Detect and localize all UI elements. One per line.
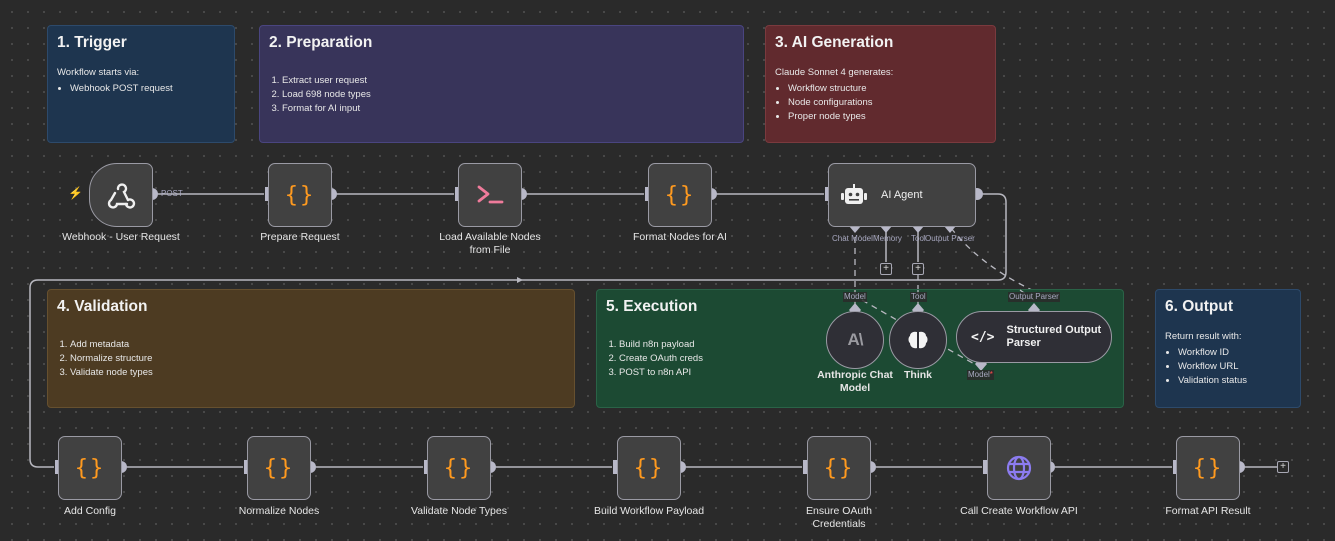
sticky-title: 4. Validation — [57, 298, 148, 315]
sticky-item: Validation status — [1178, 374, 1291, 388]
code-braces-icon: {} — [284, 182, 316, 208]
sticky-item: Extract user request — [282, 74, 734, 88]
sticky-item: Load 698 node types — [282, 88, 734, 102]
sticky-title: 5. Execution — [606, 298, 698, 315]
node-build-workflow-payload[interactable]: {} — [617, 436, 681, 500]
node-label: Load Available Nodes from File — [439, 231, 541, 256]
node-add-config[interactable]: {} — [58, 436, 122, 500]
node-format-api-result[interactable]: {} — [1176, 436, 1240, 500]
sticky-title: 6. Output — [1165, 298, 1234, 315]
sticky-item: Validate node types — [70, 366, 565, 380]
port-label-tool: Tool — [911, 234, 926, 243]
node-label: Format API Result — [1165, 505, 1251, 517]
sticky-intro: Claude Sonnet 4 generates: — [775, 67, 894, 78]
node-prepare-request[interactable]: {} — [268, 163, 332, 227]
node-label: Format Nodes for AI — [633, 231, 727, 243]
port-label-parser-model: Model* — [967, 370, 994, 380]
sticky-note-trigger[interactable]: 1. Trigger Workflow starts via: Webhook … — [47, 25, 235, 143]
sticky-item: Proper node types — [788, 110, 986, 124]
port-label-model: Model — [843, 292, 867, 302]
sticky-item: Webhook POST request — [70, 82, 225, 96]
port-label-output-parser: Output Parser — [925, 234, 975, 243]
node-ensure-oauth-credentials[interactable]: {} — [807, 436, 871, 500]
sticky-item: Create OAuth creds — [619, 352, 1114, 366]
sticky-item: Format for AI input — [282, 102, 734, 116]
node-label: Add Config — [64, 505, 116, 517]
node-label: Prepare Request — [260, 231, 340, 243]
node-call-create-workflow-api[interactable] — [987, 436, 1051, 500]
node-label: AI Agent — [881, 189, 923, 201]
sticky-item: Workflow ID — [1178, 346, 1291, 360]
node-label: Call Create Workflow API — [960, 505, 1078, 517]
code-braces-icon: {} — [633, 455, 665, 481]
globe-icon — [1006, 455, 1032, 481]
sticky-item: POST to n8n API — [619, 366, 1114, 380]
sticky-title: 1. Trigger — [57, 34, 127, 51]
node-normalize-nodes[interactable]: {} — [247, 436, 311, 500]
code-braces-icon: {} — [1192, 455, 1224, 481]
node-label: Validate Node Types — [411, 505, 507, 517]
add-memory-button[interactable]: + — [880, 263, 892, 275]
node-label: Webhook - User Request — [62, 231, 180, 243]
code-braces-icon: {} — [74, 455, 106, 481]
sticky-title: 2. Preparation — [269, 34, 373, 51]
node-anthropic-chat-model[interactable]: A\ — [826, 311, 884, 369]
sticky-note-validation[interactable]: 4. Validation Add metadata Normalize str… — [47, 289, 575, 408]
sticky-item: Normalize structure — [70, 352, 565, 366]
node-label: Build Workflow Payload — [593, 505, 705, 517]
edge-parser-agent — [950, 227, 1035, 311]
sticky-item: Add metadata — [70, 338, 565, 352]
webhook-icon — [107, 183, 136, 209]
code-braces-icon: {} — [664, 182, 696, 208]
code-braces-icon: {} — [263, 455, 295, 481]
sticky-intro: Workflow starts via: — [57, 67, 140, 78]
anthropic-icon: A\ — [847, 330, 864, 349]
code-braces-icon: {} — [443, 455, 475, 481]
code-braces-icon: {} — [823, 455, 855, 481]
sticky-item: Build n8n payload — [619, 338, 1114, 352]
node-label: Anthropic Chat Model — [817, 369, 893, 394]
sticky-note-preparation[interactable]: 2. Preparation Extract user request Load… — [259, 25, 744, 143]
sticky-intro: Return result with: — [1165, 331, 1242, 342]
sticky-note-output[interactable]: 6. Output Return result with: Workflow I… — [1155, 289, 1301, 408]
node-webhook[interactable] — [89, 163, 153, 227]
node-label: Ensure OAuth Credentials — [806, 505, 872, 530]
node-label: Structured Output Parser — [1006, 324, 1102, 349]
port-label-memory: Memory — [873, 234, 902, 243]
add-tool-button[interactable]: + — [912, 263, 924, 275]
sticky-item: Node configurations — [788, 96, 986, 110]
node-structured-output-parser[interactable]: </> Structured Output Parser — [956, 311, 1112, 363]
code-icon: </> — [971, 329, 995, 345]
node-format-nodes[interactable]: {} — [648, 163, 712, 227]
node-think[interactable] — [889, 311, 947, 369]
port-label-tool-input: Tool — [910, 292, 927, 302]
sticky-item: Workflow structure — [788, 82, 986, 96]
sticky-item: Workflow URL — [1178, 360, 1291, 374]
sticky-note-ai-generation[interactable]: 3. AI Generation Claude Sonnet 4 generat… — [765, 25, 996, 143]
port-label-chat-model: Chat Model — [832, 234, 873, 243]
add-next-node-button[interactable]: + — [1277, 461, 1289, 473]
node-label: Normalize Nodes — [238, 505, 320, 517]
node-ai-agent[interactable]: AI Agent — [828, 163, 976, 227]
sticky-title: 3. AI Generation — [775, 34, 894, 51]
webhook-output-label: POST — [161, 189, 183, 198]
node-load-available-nodes[interactable] — [458, 163, 522, 227]
trigger-bolt-icon: ⚡ — [68, 186, 83, 200]
node-label: Think — [904, 369, 932, 381]
brain-icon — [908, 331, 928, 349]
terminal-icon — [477, 185, 504, 204]
port-label-output-parser-input: Output Parser — [1008, 292, 1060, 302]
robot-icon — [841, 184, 867, 204]
node-validate-node-types[interactable]: {} — [427, 436, 491, 500]
